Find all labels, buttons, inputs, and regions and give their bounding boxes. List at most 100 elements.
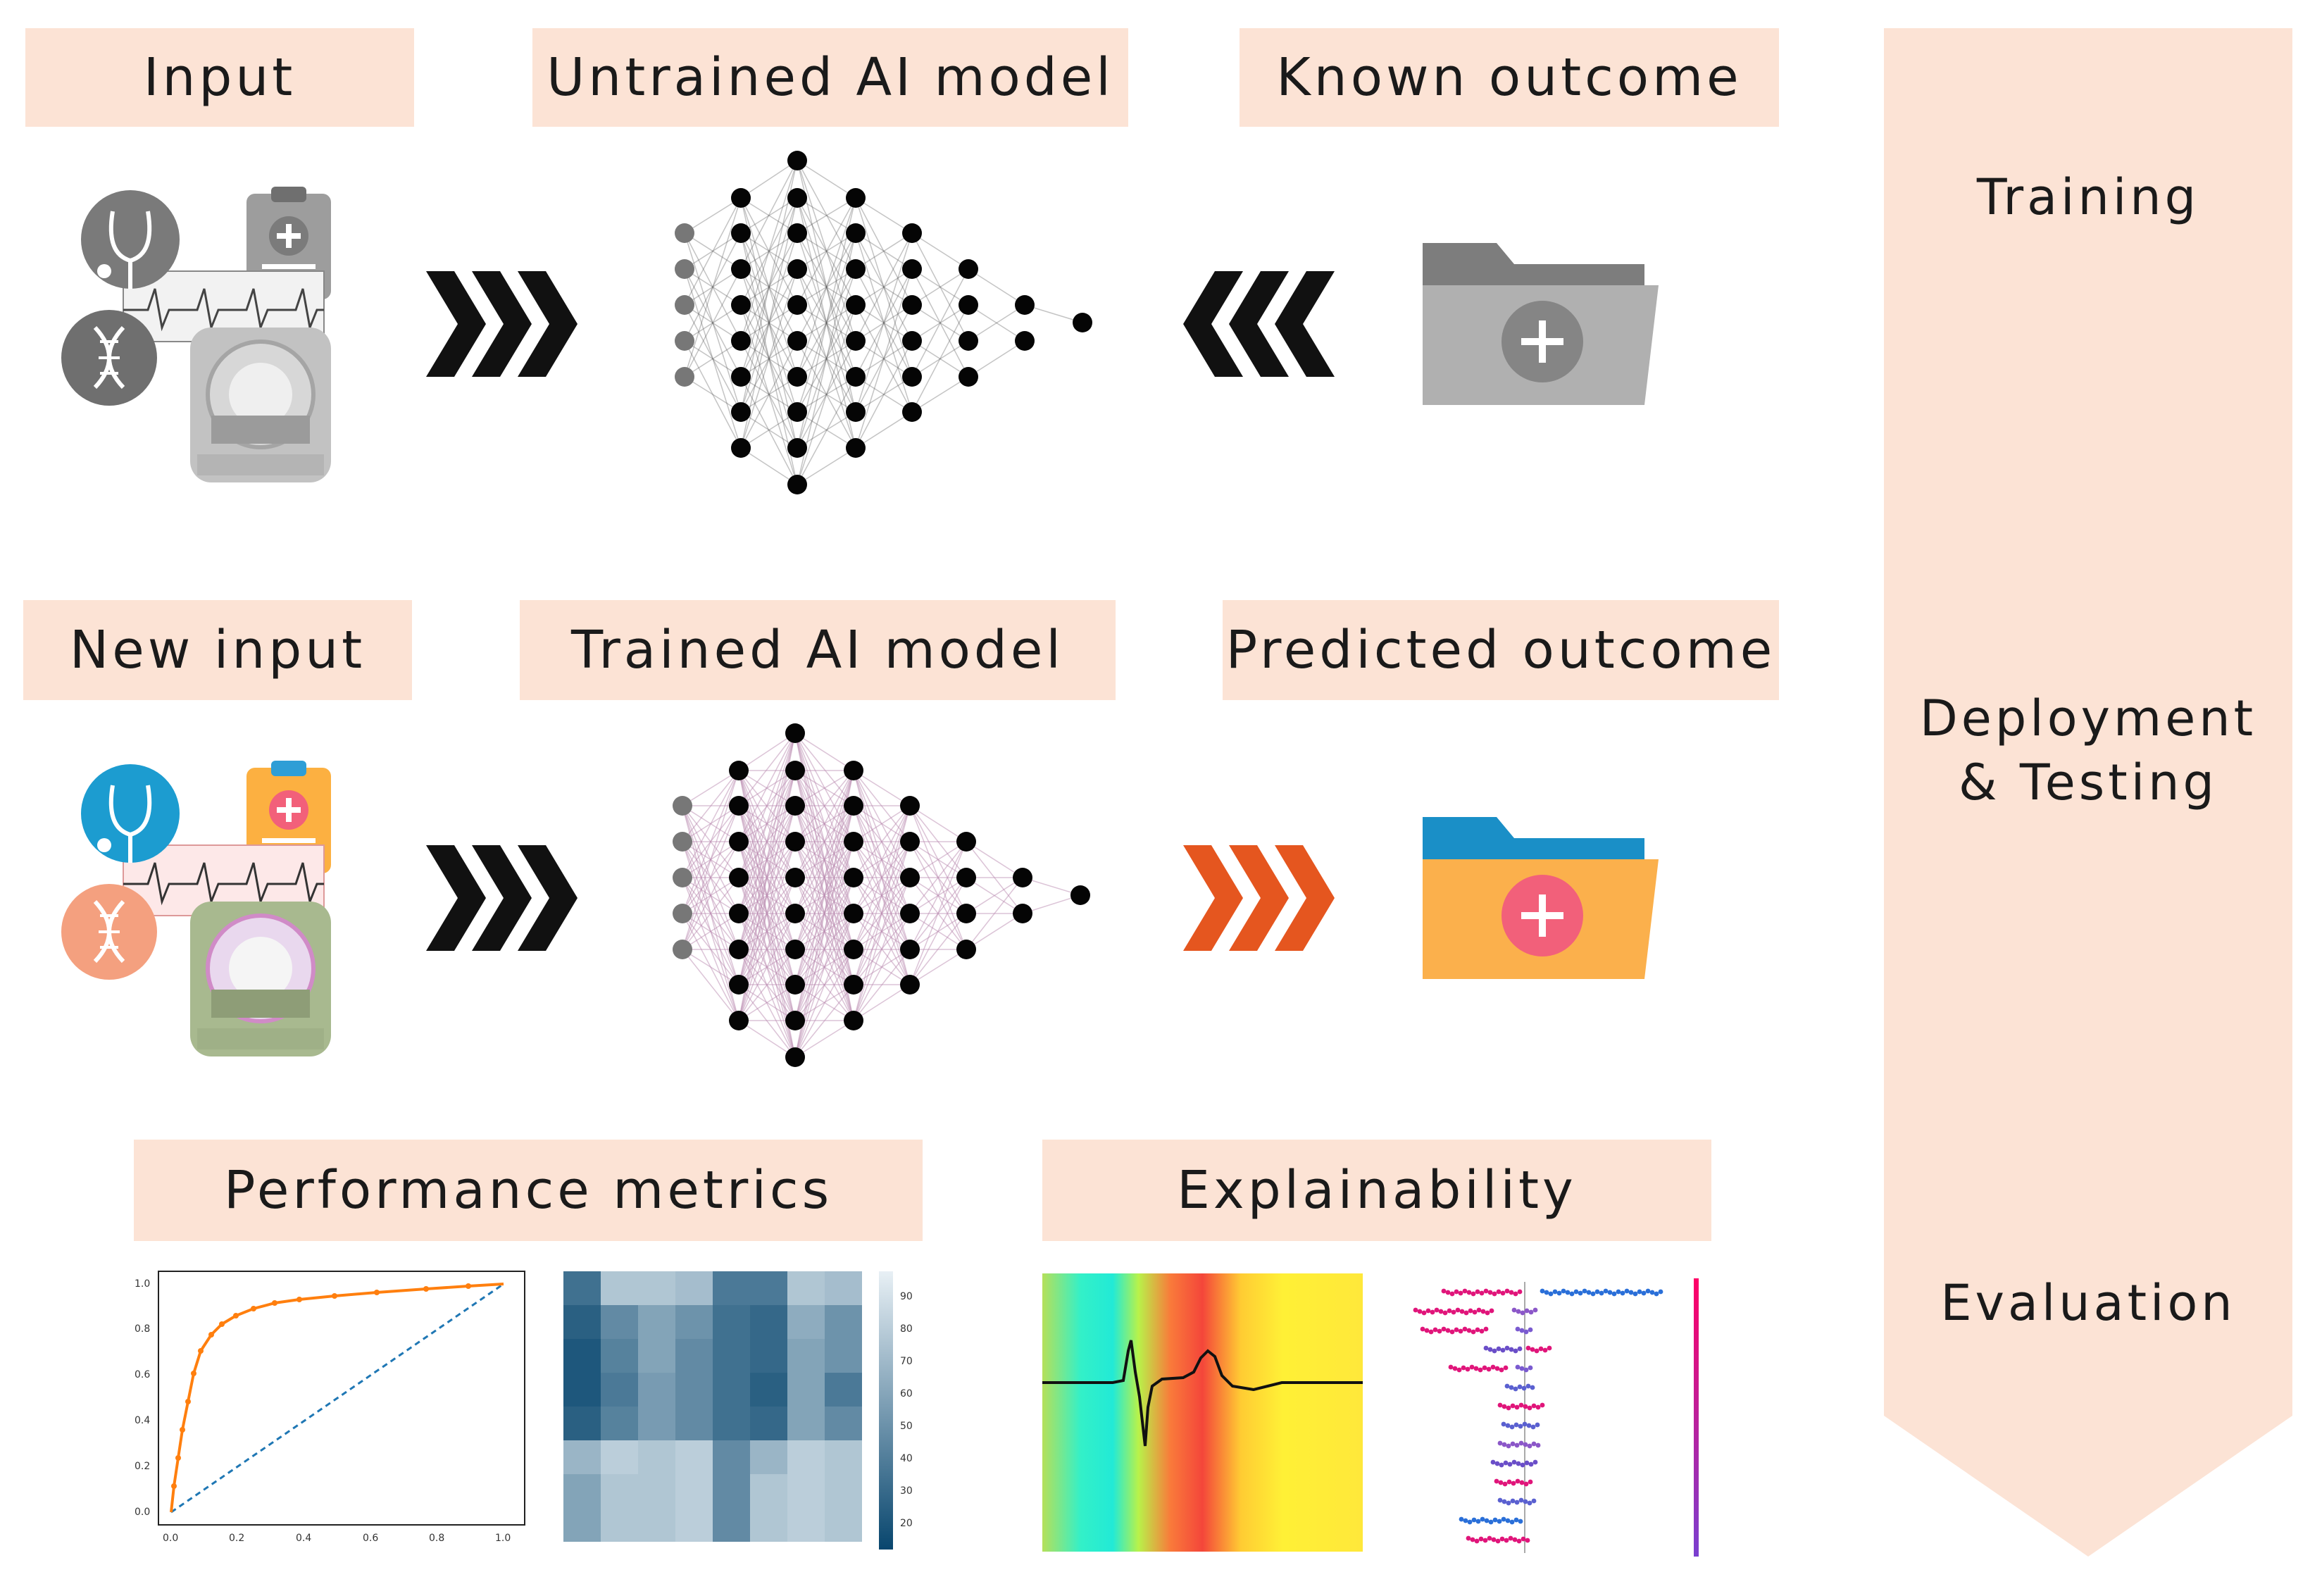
stage-deployment-line2: & Testing (1959, 754, 2218, 811)
shap-point (1540, 1402, 1545, 1408)
heatmap-cell (825, 1407, 862, 1440)
shap-point (1521, 1536, 1526, 1542)
shap-point (1511, 1480, 1516, 1486)
heatmap-cell (713, 1305, 750, 1339)
shap-point (1437, 1328, 1442, 1334)
known-outcome-header: Known outcome (1240, 28, 1779, 127)
heatmap-cell (675, 1440, 713, 1474)
heatmap-cell (563, 1271, 601, 1305)
heatmap-cell (675, 1305, 713, 1339)
heatmap-cell (787, 1339, 825, 1373)
performance-metrics-header: Performance metrics (134, 1140, 923, 1241)
heatmap-cell (601, 1339, 638, 1373)
shap-point (1620, 1290, 1625, 1296)
shap-point (1582, 1288, 1587, 1294)
shap-point (1466, 1328, 1472, 1333)
heatmap-cell (601, 1440, 638, 1474)
shap-point (1513, 1517, 1519, 1523)
shap-point (1484, 1518, 1490, 1523)
roc-curve-plot: 0.0 0.2 0.4 0.6 0.8 1.0 0.0 0.2 0.4 0.6 … (135, 1271, 525, 1544)
shap-point (1498, 1480, 1504, 1485)
shap-point (1532, 1307, 1538, 1313)
shap-point (1448, 1364, 1454, 1370)
shap-point (1483, 1288, 1489, 1294)
shap-point (1556, 1290, 1562, 1296)
shap-point (1504, 1538, 1509, 1543)
shap-point (1501, 1516, 1506, 1522)
shap-point (1573, 1289, 1579, 1295)
shap-point (1515, 1364, 1521, 1370)
shap-point (1476, 1307, 1482, 1313)
shap-point (1490, 1459, 1496, 1465)
shap-point (1523, 1481, 1529, 1487)
shap-point (1494, 1478, 1499, 1484)
shap-point (1456, 1367, 1462, 1373)
heatmap-cell (563, 1474, 601, 1508)
shap-point (1552, 1289, 1558, 1295)
heatmap-cell (601, 1474, 638, 1508)
shap-point (1496, 1289, 1502, 1295)
shap-point (1508, 1535, 1513, 1541)
heatmap-cell (750, 1271, 787, 1305)
shap-point (1499, 1536, 1505, 1542)
new-input-header: New input (23, 600, 412, 700)
roc-xtick: 0.2 (229, 1533, 244, 1544)
heatmap-cell (713, 1271, 750, 1305)
shap-point (1534, 1348, 1540, 1354)
shap-point (1522, 1421, 1528, 1427)
shap-point (1516, 1309, 1521, 1314)
shap-point (1482, 1538, 1488, 1543)
roc-xtick: 1.0 (495, 1533, 511, 1544)
shap-point (1531, 1403, 1537, 1409)
heatmap-cell (825, 1508, 862, 1542)
shap-point (1516, 1461, 1521, 1466)
shap-point (1517, 1289, 1523, 1295)
shap-point (1518, 1497, 1524, 1503)
heatmap-cell (750, 1407, 787, 1440)
shap-point (1654, 1291, 1659, 1297)
shap-point (1465, 1366, 1471, 1372)
shap-point (1495, 1538, 1501, 1544)
heatmap-cell (787, 1305, 825, 1339)
shap-point (1535, 1422, 1540, 1428)
shap-point (1491, 1537, 1497, 1542)
shap-point (1513, 1422, 1519, 1428)
shap-point (1594, 1289, 1600, 1295)
shap-point (1486, 1366, 1492, 1372)
shap-point (1524, 1460, 1530, 1466)
shap-point (1513, 1291, 1518, 1297)
shap-point (1447, 1308, 1452, 1314)
shap-point (1478, 1367, 1483, 1373)
roc-ytick: 1.0 (135, 1278, 150, 1290)
heatmap-cell (750, 1508, 787, 1542)
shap-point (1514, 1500, 1520, 1505)
shap-point (1413, 1307, 1418, 1313)
shap-point (1525, 1538, 1530, 1543)
shap-point (1505, 1518, 1511, 1523)
shap-point (1492, 1348, 1497, 1354)
shap-point (1483, 1326, 1489, 1332)
roc-xtick: 0.6 (363, 1533, 378, 1544)
shap-point (1531, 1498, 1537, 1504)
shap-point (1521, 1385, 1527, 1391)
heatmap-cell (713, 1440, 750, 1474)
heatmap-cell (601, 1373, 638, 1407)
shap-point (1445, 1290, 1451, 1295)
shap-point (1479, 1290, 1485, 1296)
ecg-saliency-map (1042, 1273, 1363, 1552)
roc-xtick: 0.0 (163, 1533, 178, 1544)
stage-deployment-line1: Deployment (1919, 690, 2257, 747)
shap-point (1513, 1386, 1518, 1392)
shap-point (1475, 1327, 1480, 1333)
shap-point (1509, 1385, 1514, 1390)
shap-point (1458, 1290, 1463, 1296)
heatmap-cell (638, 1271, 675, 1305)
shap-point (1645, 1288, 1651, 1294)
heatmap-cell (563, 1440, 601, 1474)
heatmap-cell (638, 1305, 675, 1339)
shap-point (1542, 1347, 1548, 1353)
shap-point (1611, 1291, 1617, 1297)
shap-point (1455, 1307, 1461, 1313)
shap-point (1528, 1309, 1534, 1315)
